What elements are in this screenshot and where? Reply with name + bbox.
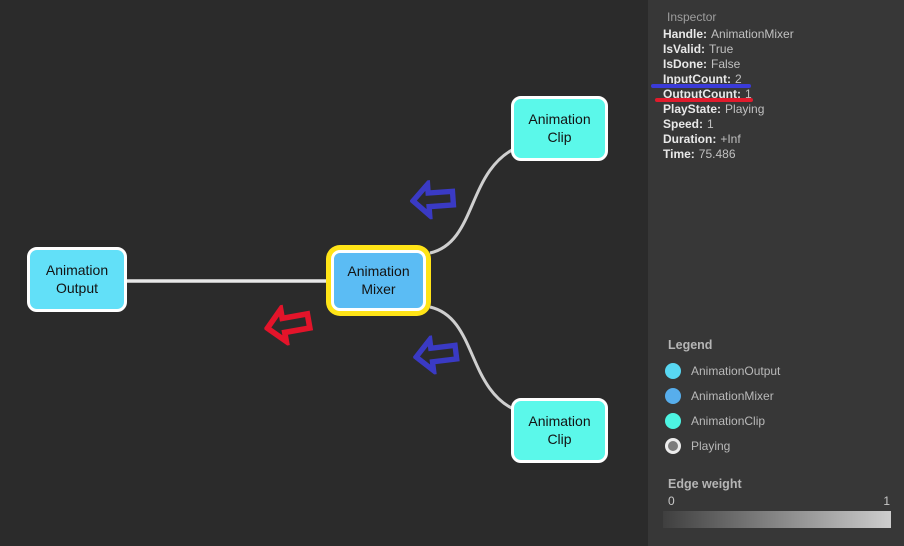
inspector-row-duration: Duration:+Inf <box>663 132 741 146</box>
outputcount-underline-annotation <box>655 98 753 102</box>
node-label: Animation Mixer <box>347 263 410 297</box>
edge-weight-gradient-bar <box>663 511 891 528</box>
left-arrow-annotation-red <box>263 302 314 348</box>
inputcount-underline-annotation <box>651 84 751 88</box>
edge-weight-scale: 0 1 <box>668 494 890 508</box>
legend-item-animationclip: AnimationClip <box>665 408 780 433</box>
legend-item-animationmixer: AnimationMixer <box>665 383 780 408</box>
playing-dot-icon <box>665 437 681 454</box>
left-arrow-annotation-blue-bottom <box>412 332 460 377</box>
inspector-row-outputcount: OutputCount:1 <box>663 87 752 101</box>
node-animation-clip-top[interactable]: Animation Clip <box>511 96 608 161</box>
inspector-row-inputcount: InputCount:2 <box>663 72 742 86</box>
node-animation-mixer-selected[interactable]: Animation Mixer <box>331 250 426 311</box>
animationoutput-dot-icon <box>665 362 681 379</box>
inspector-panel: Inspector Handle:AnimationMixer IsValid:… <box>648 0 904 546</box>
inspector-row-handle: Handle:AnimationMixer <box>663 27 794 41</box>
edge-weight-max: 1 <box>883 494 890 508</box>
animationclip-dot-icon <box>665 412 681 429</box>
edge-mixer-to-clip-bottom <box>429 305 521 414</box>
inspector-rows: Handle:AnimationMixer IsValid:True IsDon… <box>663 27 896 162</box>
edge-mixer-to-clip-top <box>429 144 521 255</box>
node-label: Animation Clip <box>528 111 591 145</box>
inspector-row-isvalid: IsValid:True <box>663 42 734 56</box>
inspector-row-speed: Speed:1 <box>663 117 714 131</box>
inspector-row-playstate: PlayState:Playing <box>663 102 765 116</box>
node-animation-clip-bottom[interactable]: Animation Clip <box>511 398 608 463</box>
animationmixer-dot-icon <box>665 387 681 404</box>
left-arrow-annotation-blue-top <box>409 178 457 221</box>
node-animation-output[interactable]: Animation Output <box>27 247 127 312</box>
inspector-row-isdone: IsDone:False <box>663 57 741 71</box>
graph-canvas[interactable]: Animation Output Animation Mixer Animati… <box>0 0 648 546</box>
node-label: Animation Output <box>45 262 109 296</box>
legend-item-playing: Playing <box>665 433 780 458</box>
graph-edges <box>120 144 521 414</box>
inspector-title: Inspector <box>667 10 717 24</box>
inspector-row-time: Time:75.486 <box>663 147 736 161</box>
edge-weight-min: 0 <box>668 494 675 508</box>
node-label: Animation Clip <box>528 413 591 447</box>
legend-title: Legend <box>668 338 713 352</box>
edge-weight-title: Edge weight <box>668 477 742 491</box>
legend-item-animationoutput: AnimationOutput <box>665 358 780 383</box>
legend: AnimationOutput AnimationMixer Animation… <box>665 358 780 458</box>
